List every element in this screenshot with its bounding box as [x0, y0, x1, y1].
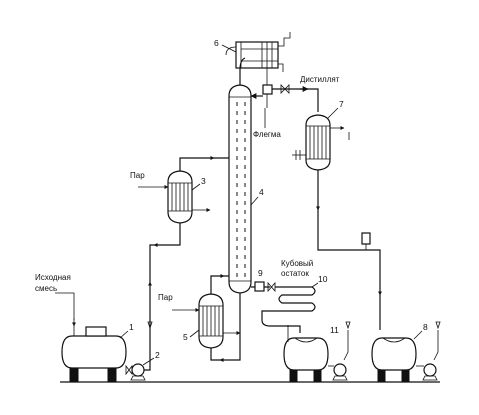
dephlegmator	[225, 32, 291, 72]
bottoms-pump	[332, 363, 348, 381]
distillate-tank	[371, 337, 417, 383]
number-10: 10	[318, 274, 328, 284]
number-11: 11	[330, 325, 339, 335]
feed-heater	[167, 170, 193, 224]
bottoms-valve	[267, 281, 276, 293]
leader-4	[250, 196, 259, 206]
distillate-flowmeter	[361, 232, 371, 245]
reboiler-vapor-line	[210, 275, 229, 294]
vapor-line	[239, 57, 246, 85]
feed-tank	[61, 318, 127, 383]
number-8: 8	[423, 322, 428, 332]
bottoms-tank	[283, 325, 329, 383]
bottoms-divider	[254, 281, 265, 292]
heated-feed-line	[179, 157, 229, 171]
feed-pump	[125, 363, 146, 381]
number-6: 6	[214, 38, 219, 48]
number-5: 5	[183, 332, 188, 342]
distillate-label: Дистиллят	[300, 75, 340, 84]
steam-label-lower: Пар	[158, 293, 173, 302]
leader-6	[221, 44, 237, 53]
reflux-label: Флегма	[253, 130, 281, 139]
bottoms-label-line1: Кубовый	[281, 259, 313, 268]
distillate-product-line	[317, 170, 381, 330]
number-4: 4	[259, 187, 264, 197]
feed-mixture-label-line2: смесь	[35, 284, 57, 293]
number-2: 2	[155, 350, 160, 360]
distillation-column	[228, 84, 252, 294]
number-3: 3	[201, 176, 206, 186]
reboiler	[198, 293, 224, 349]
bottoms-cooler-coil	[261, 286, 316, 333]
reflux-divider	[262, 84, 273, 95]
number-9: 9	[258, 268, 263, 278]
number-7: 7	[339, 99, 344, 109]
column-packing	[236, 102, 246, 277]
distillate-line	[272, 88, 319, 112]
feed-line	[142, 223, 181, 371]
distillate-cooler	[292, 114, 350, 171]
feed-mixture-label-line1: Исходная	[35, 273, 71, 282]
distillate-valve	[280, 84, 290, 94]
distillate-pump	[422, 363, 438, 381]
bottoms-label-line2: остаток	[281, 269, 309, 278]
steam-label-upper: Пар	[130, 171, 145, 180]
number-1: 1	[129, 322, 134, 332]
